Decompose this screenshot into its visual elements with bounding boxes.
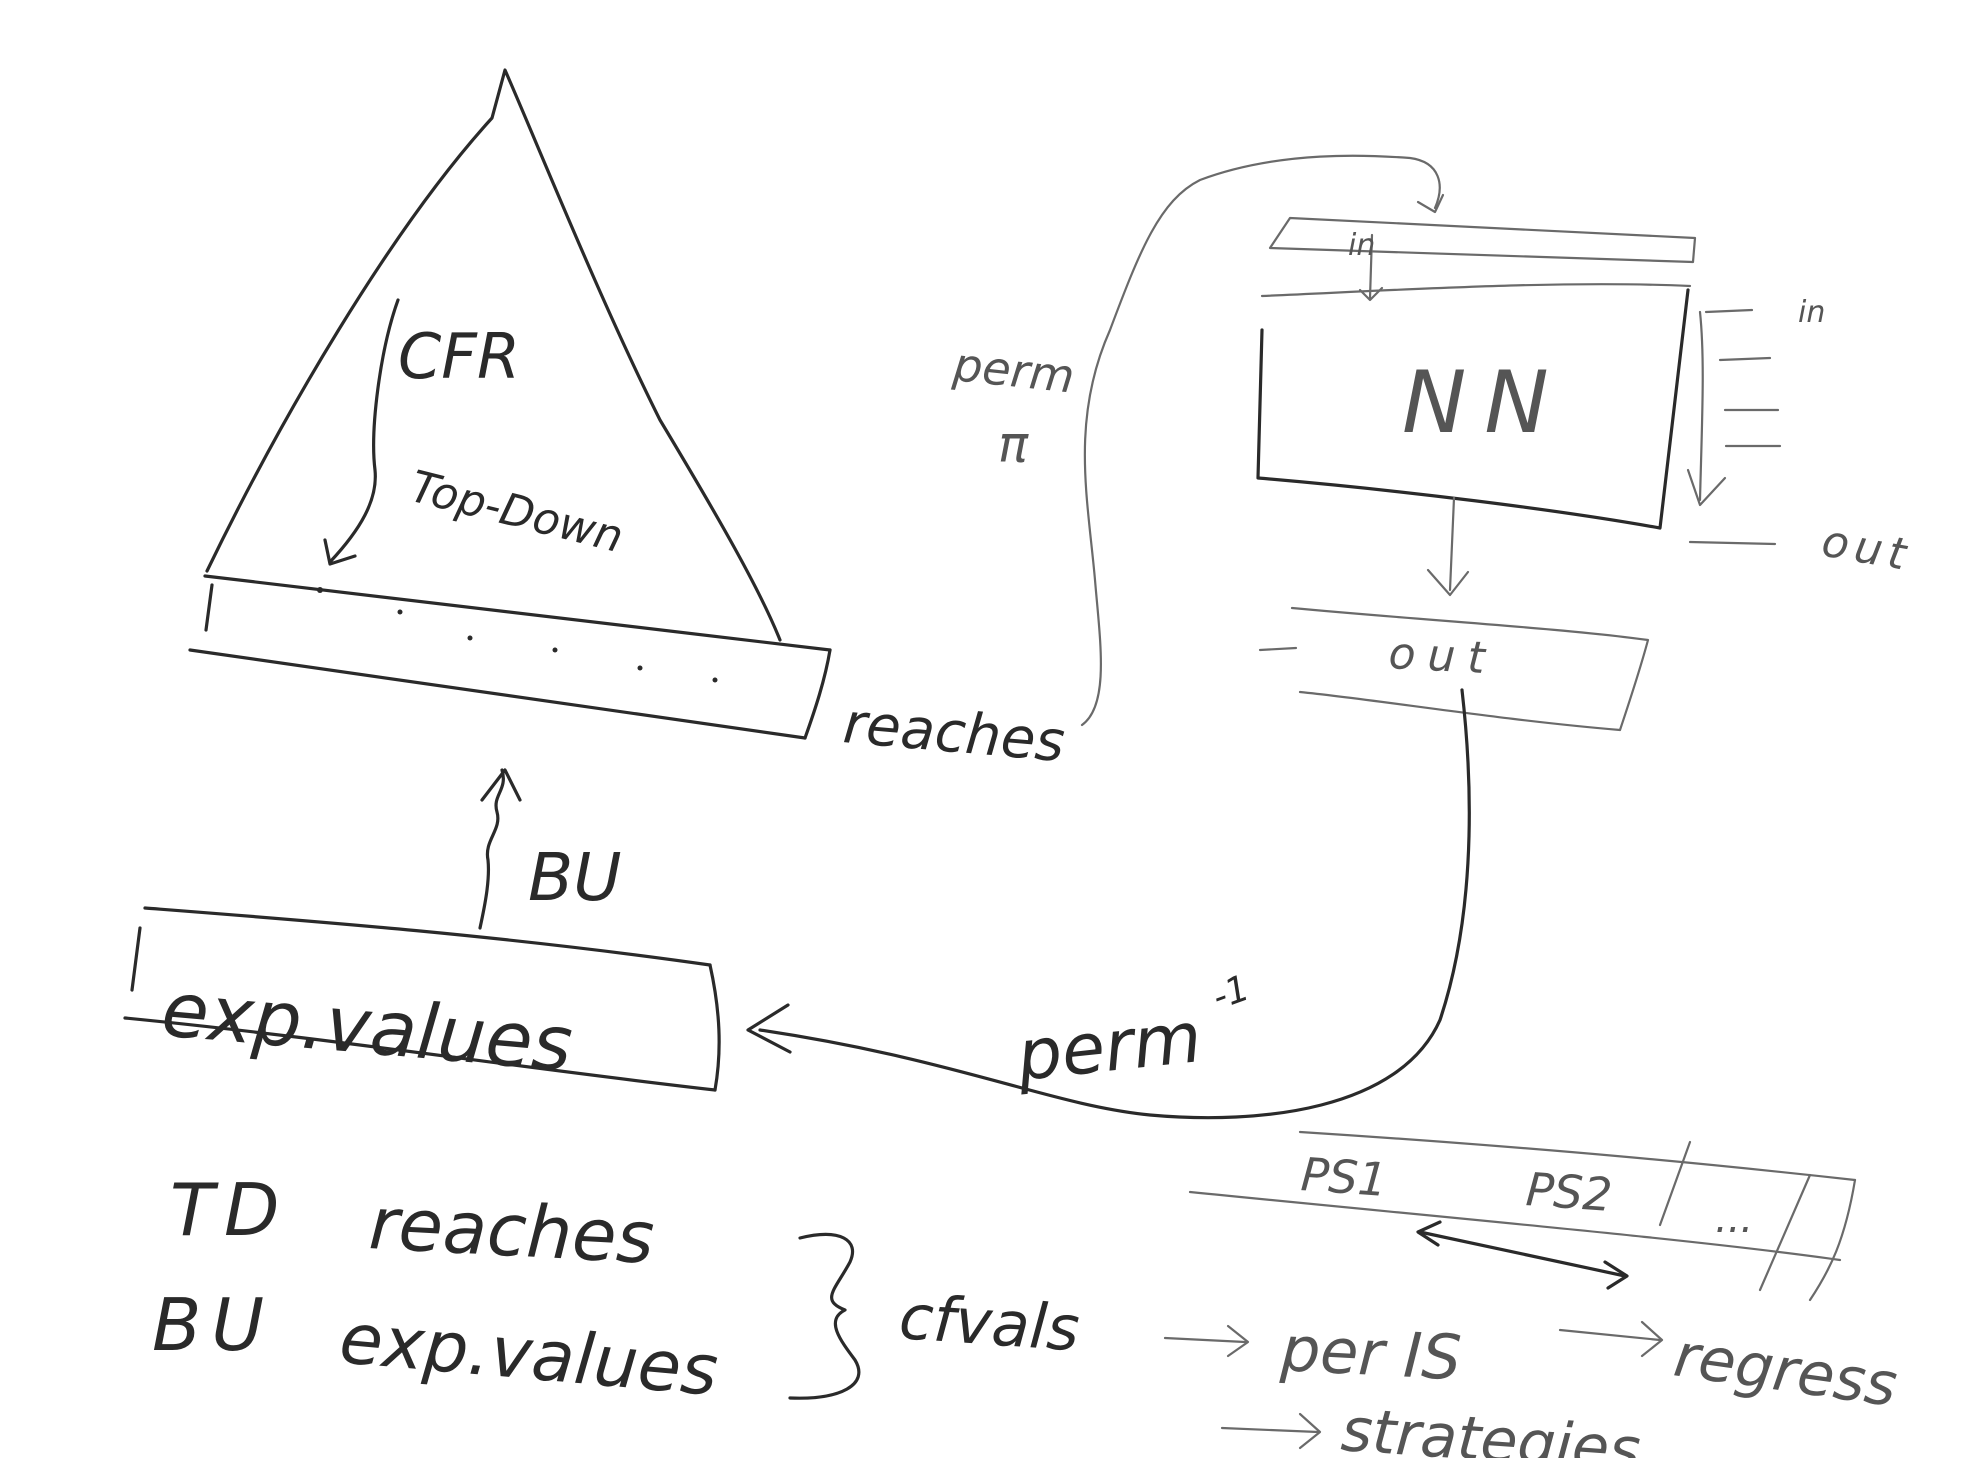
note-arrow-3	[1220, 1426, 1320, 1434]
pi-label: π	[998, 416, 1029, 474]
note-regress: regress	[1670, 1321, 1901, 1421]
neural-network-block: in NN in out out	[1256, 216, 1916, 732]
bu-arrow-line	[478, 768, 505, 930]
tree-triangle	[205, 68, 782, 642]
ps-divider-1	[1658, 1140, 1692, 1227]
note-per-is: per IS	[1278, 1312, 1463, 1394]
note-curly-brace	[788, 1232, 861, 1400]
perm-top-label: perm	[950, 337, 1077, 403]
perm-inv-arrowhead	[746, 1003, 792, 1054]
exp-values-label: exp.values	[158, 964, 576, 1089]
perm-inv-curve	[758, 688, 1471, 1120]
out-box-label: out	[1387, 628, 1498, 685]
note-td-label: TD	[170, 1168, 289, 1252]
cfr-game-tree: CFR Top-Down	[205, 68, 782, 642]
cfr-label: CFR	[398, 320, 520, 393]
ps-dots-label: ...	[1715, 1196, 1753, 1242]
inverse-mark: -1	[1207, 968, 1255, 1019]
side-out-label: out	[1818, 516, 1916, 582]
exp-values-bar-right	[708, 963, 721, 1092]
reaches-bar-right	[803, 648, 832, 740]
reaches-bar-top	[203, 574, 832, 652]
exp-values-bar-left	[130, 926, 142, 992]
perm-pi-connector: perm π	[950, 154, 1445, 727]
note-td-value: reaches	[367, 1181, 656, 1280]
ps-bar-bottom	[1188, 1190, 1842, 1262]
top-down-arrowhead	[323, 538, 357, 566]
input-label: in	[1348, 228, 1375, 263]
perm-bottom-label: perm	[1012, 996, 1205, 1097]
bottom-notes: TD reaches BU exp.values cfvals per IS r…	[152, 1168, 1901, 1458]
reaches-vector: reaches	[188, 574, 1068, 775]
nn-label: NN	[1402, 353, 1567, 453]
ps-vector: PS1 PS2 ...	[1188, 1130, 1857, 1302]
note-arrow-1	[1163, 1336, 1247, 1344]
note-arrow-2	[1558, 1328, 1662, 1342]
top-down-arrow	[328, 298, 400, 564]
input-bar-arrow	[1368, 233, 1374, 300]
reaches-bar-left	[204, 583, 214, 632]
reaches-label: reaches	[841, 691, 1068, 775]
nn-box	[1256, 288, 1690, 530]
nn-top	[1260, 283, 1692, 298]
ps-bar-top	[1298, 1130, 1857, 1182]
side-top-label: in	[1798, 295, 1825, 330]
perm-curve-up	[1080, 154, 1441, 727]
ps2-label: PS2	[1524, 1162, 1614, 1222]
note-cfvals: cfvals	[897, 1280, 1082, 1365]
ps-bar-right	[1808, 1178, 1857, 1302]
out-bar-left-tick	[1258, 646, 1298, 652]
note-strategies: strategies	[1339, 1395, 1643, 1458]
ps-double-arrow	[1418, 1230, 1627, 1278]
bu-arrowhead	[480, 768, 522, 802]
input-bar	[1268, 216, 1697, 264]
nn-to-out-arrow	[1448, 496, 1456, 592]
perm-curve-arrowhead	[1416, 193, 1445, 214]
bu-label: BU	[528, 839, 622, 916]
input-bar-arrowhead	[1358, 286, 1384, 302]
ps-divider-2	[1758, 1173, 1812, 1292]
reaches-dots	[317, 587, 718, 683]
note-bu-label: BU	[152, 1283, 274, 1367]
note-bu-value: exp.values	[337, 1297, 722, 1412]
exp-values-bar-top	[143, 906, 712, 967]
exp-values-bar-bottom	[123, 1016, 717, 1092]
nn-to-out-arrowhead	[1426, 568, 1470, 597]
out-bar	[1290, 606, 1650, 732]
reaches-bar-bottom	[188, 648, 807, 740]
output-heads: in out	[1686, 295, 1916, 582]
top-down-label: Top-Down	[405, 461, 628, 563]
ps1-label: PS1	[1299, 1147, 1389, 1207]
bottom-up-section: BU exp.values	[123, 768, 721, 1092]
